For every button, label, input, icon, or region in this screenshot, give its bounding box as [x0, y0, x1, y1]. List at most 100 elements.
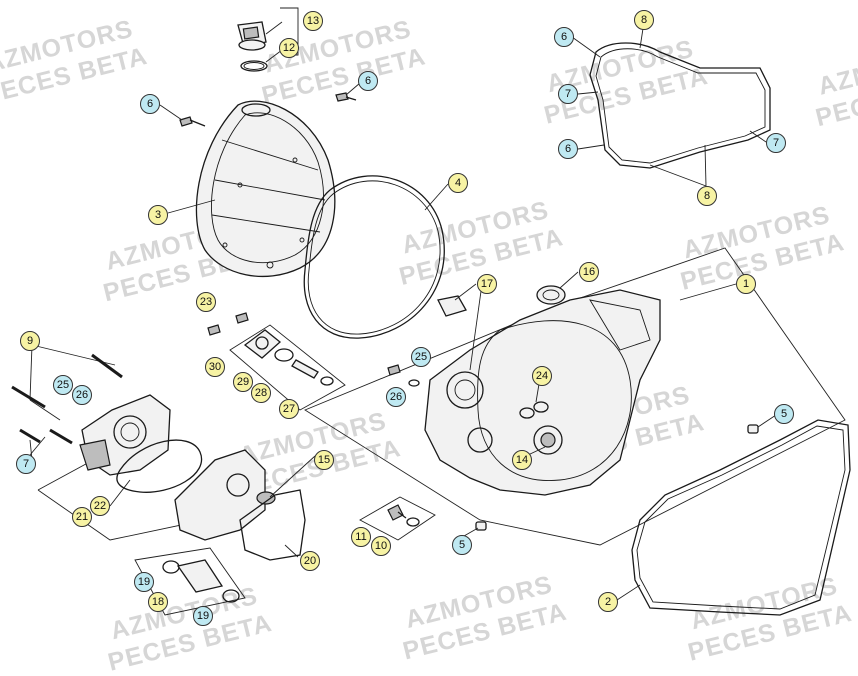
callout-label: 4	[455, 177, 461, 189]
callout-label: 1	[743, 278, 749, 290]
callout-label: 26	[76, 389, 88, 401]
cover-gasket-ring-inner	[307, 180, 441, 335]
oil-seal	[536, 285, 566, 305]
dowel-pin	[475, 521, 487, 531]
watermark-line1: AZMOTORS	[815, 37, 858, 101]
callout-circle	[411, 347, 431, 367]
callout-circle	[72, 385, 92, 405]
callout-circle	[20, 331, 40, 351]
callout-label: 3	[155, 209, 161, 221]
callout-19: 19	[193, 606, 213, 626]
watermarks: AZMOTORS PECES BETA AZMOTORS PECES BETA …	[0, 15, 858, 676]
callout-label: 9	[27, 335, 33, 347]
callout-circle	[634, 10, 654, 30]
callout-label: 28	[255, 387, 267, 399]
callout-7: 7	[766, 133, 786, 153]
callout-circle	[448, 173, 468, 193]
callout-1: 1	[736, 274, 756, 294]
callout-7: 7	[16, 454, 36, 474]
callout-circle	[53, 375, 73, 395]
callout-label: 25	[57, 379, 69, 391]
callout-circle	[477, 274, 497, 294]
callout-circle	[598, 592, 618, 612]
bushings	[519, 401, 549, 419]
callout-label: 12	[283, 42, 295, 54]
inspection-plug	[437, 295, 467, 317]
callout-25: 25	[53, 375, 73, 395]
callout-label: 30	[209, 361, 221, 373]
callout-label: 24	[536, 370, 548, 382]
callout-18: 18	[148, 592, 168, 612]
callout-17: 17	[477, 274, 497, 294]
callout-label: 26	[390, 391, 402, 403]
callout-label: 22	[94, 500, 106, 512]
callout-circle	[314, 450, 334, 470]
callout-circle	[196, 292, 216, 312]
callout-circle	[90, 496, 110, 516]
callout-23: 23	[196, 292, 216, 312]
callout-circle	[452, 535, 472, 555]
callout-circle	[148, 205, 168, 225]
callout-circle	[532, 366, 552, 386]
callout-27: 27	[279, 399, 299, 419]
callout-30: 30	[205, 357, 225, 377]
callout-label: 8	[704, 190, 710, 202]
callout-label: 21	[76, 511, 88, 523]
dowel-pin	[747, 424, 759, 434]
callout-circle	[303, 11, 323, 31]
callout-circle	[134, 572, 154, 592]
pump-cover-oring	[116, 439, 203, 493]
callout-label: 6	[565, 143, 571, 155]
callout-16: 16	[579, 262, 599, 282]
callout-label: 27	[283, 403, 295, 415]
callout-circle	[766, 133, 786, 153]
callout-26: 26	[386, 387, 406, 407]
outer-cover-gasket	[589, 42, 771, 169]
crankcase-cover	[424, 289, 661, 496]
callout-circle	[774, 404, 794, 424]
callout-6: 6	[358, 71, 378, 91]
callout-circle	[205, 357, 225, 377]
water-pump-shaft	[207, 312, 334, 386]
callout-label: 19	[138, 576, 150, 588]
callout-6: 6	[554, 27, 574, 47]
callout-label: 10	[375, 540, 387, 552]
callout-13: 13	[303, 11, 323, 31]
callout-label: 17	[481, 278, 493, 290]
callout-circle	[558, 139, 578, 159]
callout-6: 6	[558, 139, 578, 159]
callout-28: 28	[251, 383, 271, 403]
callout-circle	[16, 454, 36, 474]
pump-cover	[79, 394, 171, 476]
callout-8: 8	[697, 186, 717, 206]
callout-label: 2	[605, 596, 611, 608]
drain-bolt	[387, 504, 420, 527]
callout-5: 5	[452, 535, 472, 555]
callout-circle	[386, 387, 406, 407]
callout-label: 5	[459, 539, 465, 551]
callout-label: 16	[583, 266, 595, 278]
callout-circle	[279, 399, 299, 419]
ignition-cover-gasket	[631, 419, 851, 616]
callout-circle	[72, 507, 92, 527]
callout-circle	[554, 27, 574, 47]
callout-22: 22	[90, 496, 110, 516]
callout-circle	[300, 551, 320, 571]
callout-label: 8	[641, 14, 647, 26]
callout-leaders	[29, 21, 777, 601]
callout-21: 21	[72, 507, 92, 527]
callout-9: 9	[20, 331, 40, 351]
callout-label: 11	[355, 531, 366, 543]
callout-5: 5	[774, 404, 794, 424]
callout-circle	[233, 372, 253, 392]
callout-circle	[736, 274, 756, 294]
callout-circle	[579, 262, 599, 282]
callout-6: 6	[140, 94, 160, 114]
callout-4: 4	[448, 173, 468, 193]
callout-label: 18	[152, 596, 164, 608]
callout-8: 8	[634, 10, 654, 30]
cover-gasket-ring	[303, 175, 445, 339]
callout-14: 14	[512, 450, 532, 470]
callout-label: 7	[23, 458, 29, 470]
